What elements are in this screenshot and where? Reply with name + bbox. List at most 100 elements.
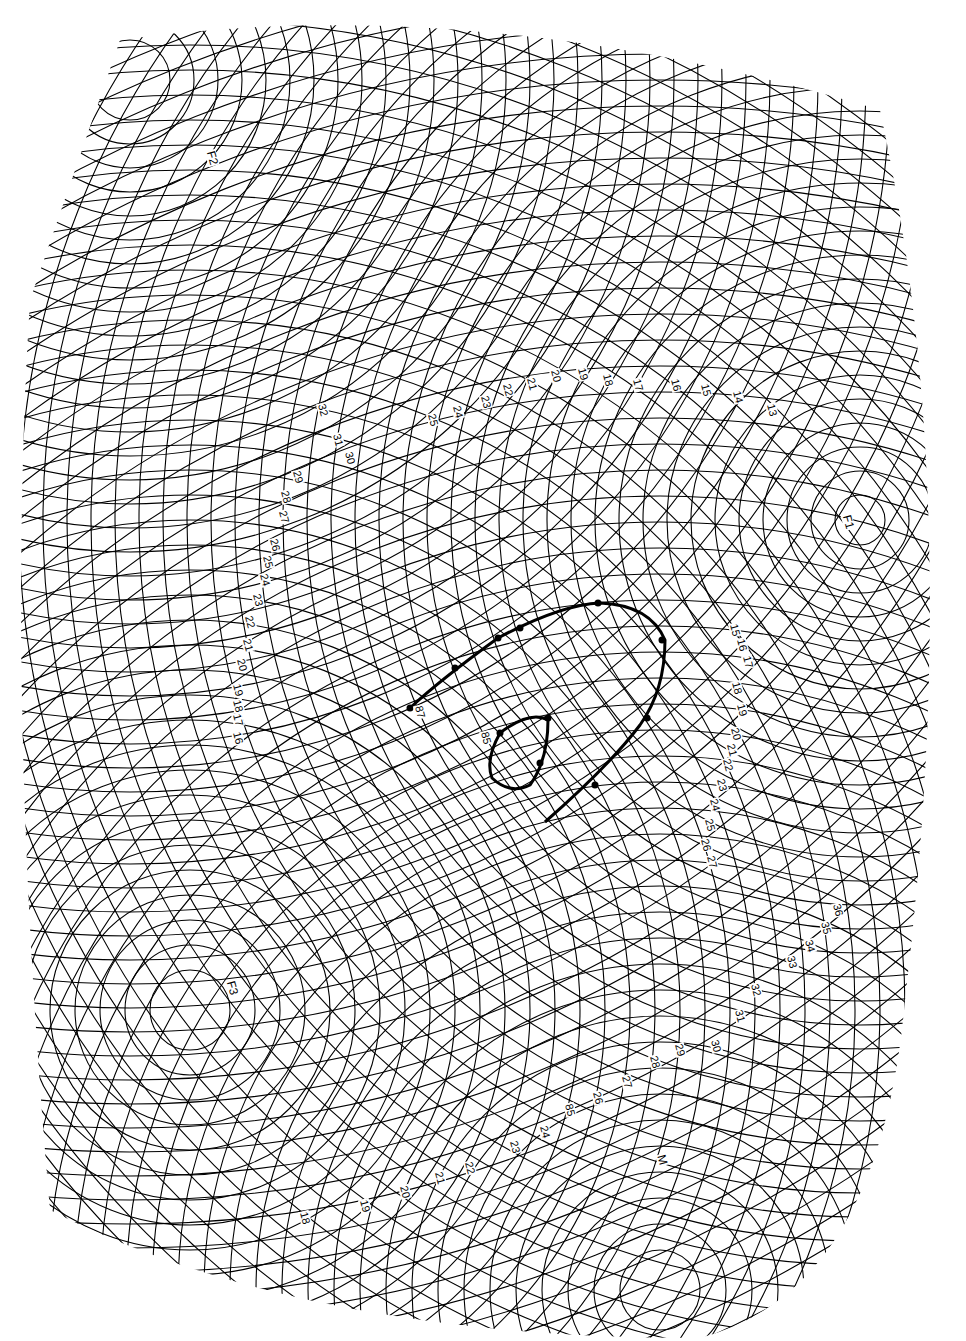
position-line bbox=[48, 678, 966, 1341]
position-line bbox=[0, 470, 966, 1341]
position-line bbox=[0, 0, 386, 336]
position-line bbox=[0, 0, 966, 936]
position-line bbox=[386, 1016, 934, 1341]
line-number: 16 bbox=[669, 377, 683, 394]
position-line bbox=[0, 0, 266, 216]
position-line bbox=[0, 0, 966, 960]
line-number: 28 bbox=[648, 1054, 662, 1071]
line-number: 20 bbox=[235, 657, 249, 674]
position-line bbox=[542, 1172, 778, 1341]
position-line bbox=[0, 0, 578, 528]
position-line bbox=[187, 0, 966, 1193]
position-line bbox=[0, 600, 966, 1341]
line-number: 31 bbox=[331, 432, 345, 449]
line-number: 26 bbox=[268, 537, 282, 554]
line-number: 17 bbox=[631, 377, 645, 394]
position-line bbox=[0, 45, 966, 1341]
focus-label: F2 bbox=[205, 149, 220, 167]
line-number: 29 bbox=[291, 469, 305, 486]
position-line bbox=[0, 0, 674, 624]
focus-label: F3 bbox=[225, 979, 240, 997]
position-line bbox=[0, 0, 914, 864]
line-number: 22 bbox=[501, 382, 515, 399]
position-line bbox=[0, 80, 966, 1341]
line-number: 35 bbox=[819, 920, 833, 937]
position-line bbox=[0, 158, 966, 1341]
position-line bbox=[0, 28, 966, 1341]
position-line bbox=[0, 496, 966, 1341]
line-number: 31 bbox=[733, 1008, 747, 1025]
line-number: 27 bbox=[277, 509, 291, 526]
position-line bbox=[235, 0, 966, 1145]
position-line bbox=[490, 1120, 830, 1341]
position-line bbox=[0, 0, 842, 792]
position-line bbox=[811, 471, 909, 569]
line-number: 33 bbox=[785, 954, 799, 971]
position-line bbox=[0, 106, 966, 1341]
position-line bbox=[0, 0, 746, 696]
line-number: 16 bbox=[735, 637, 749, 654]
position-line bbox=[0, 570, 630, 1341]
position-line bbox=[0, 0, 410, 360]
position-line bbox=[0, 595, 605, 1341]
position-line bbox=[0, 0, 966, 1080]
position-line bbox=[25, 845, 355, 1175]
position-line bbox=[715, 375, 966, 665]
position-line bbox=[464, 1094, 856, 1341]
line-number: 19 bbox=[358, 1198, 372, 1215]
position-line bbox=[0, 420, 780, 1341]
position-line bbox=[594, 1224, 726, 1341]
line-number: 21 bbox=[525, 376, 539, 393]
line-number: 25 bbox=[703, 817, 717, 834]
position-line bbox=[0, 54, 966, 1341]
line-number: 25 bbox=[261, 554, 275, 571]
position-line bbox=[0, 444, 966, 1341]
position-line bbox=[256, 886, 966, 1341]
position-line bbox=[516, 1146, 804, 1341]
line-number: 20 bbox=[549, 368, 563, 385]
line-number: 32 bbox=[316, 402, 330, 419]
position-line bbox=[0, 445, 755, 1341]
focus-label: F1 bbox=[841, 513, 856, 531]
position-line bbox=[0, 0, 966, 1008]
line-number: 24 bbox=[538, 1124, 552, 1141]
position-line bbox=[0, 0, 722, 672]
position-line bbox=[0, 195, 966, 1341]
position-line bbox=[126, 756, 966, 1341]
position-line bbox=[667, 327, 966, 713]
line-number: 17 bbox=[741, 654, 755, 671]
position-line bbox=[0, 0, 966, 1152]
position-line bbox=[50, 870, 330, 1150]
position-line bbox=[204, 834, 966, 1341]
position-line bbox=[0, 0, 962, 912]
position-line bbox=[0, 745, 455, 1275]
position-line bbox=[0, 270, 930, 1341]
position-line bbox=[0, 184, 966, 1341]
position-line bbox=[22, 652, 966, 1341]
line-number: 26 bbox=[591, 1090, 605, 1107]
line-number: 14 bbox=[731, 389, 745, 406]
line-number: 24 bbox=[258, 572, 272, 589]
position-line bbox=[0, 392, 966, 1341]
position-line bbox=[0, 626, 966, 1341]
track bbox=[410, 603, 665, 822]
position-line bbox=[178, 808, 966, 1341]
line-number: 19 bbox=[576, 366, 590, 383]
line-number: 20 bbox=[729, 726, 743, 743]
line-number: 22 bbox=[243, 614, 257, 631]
